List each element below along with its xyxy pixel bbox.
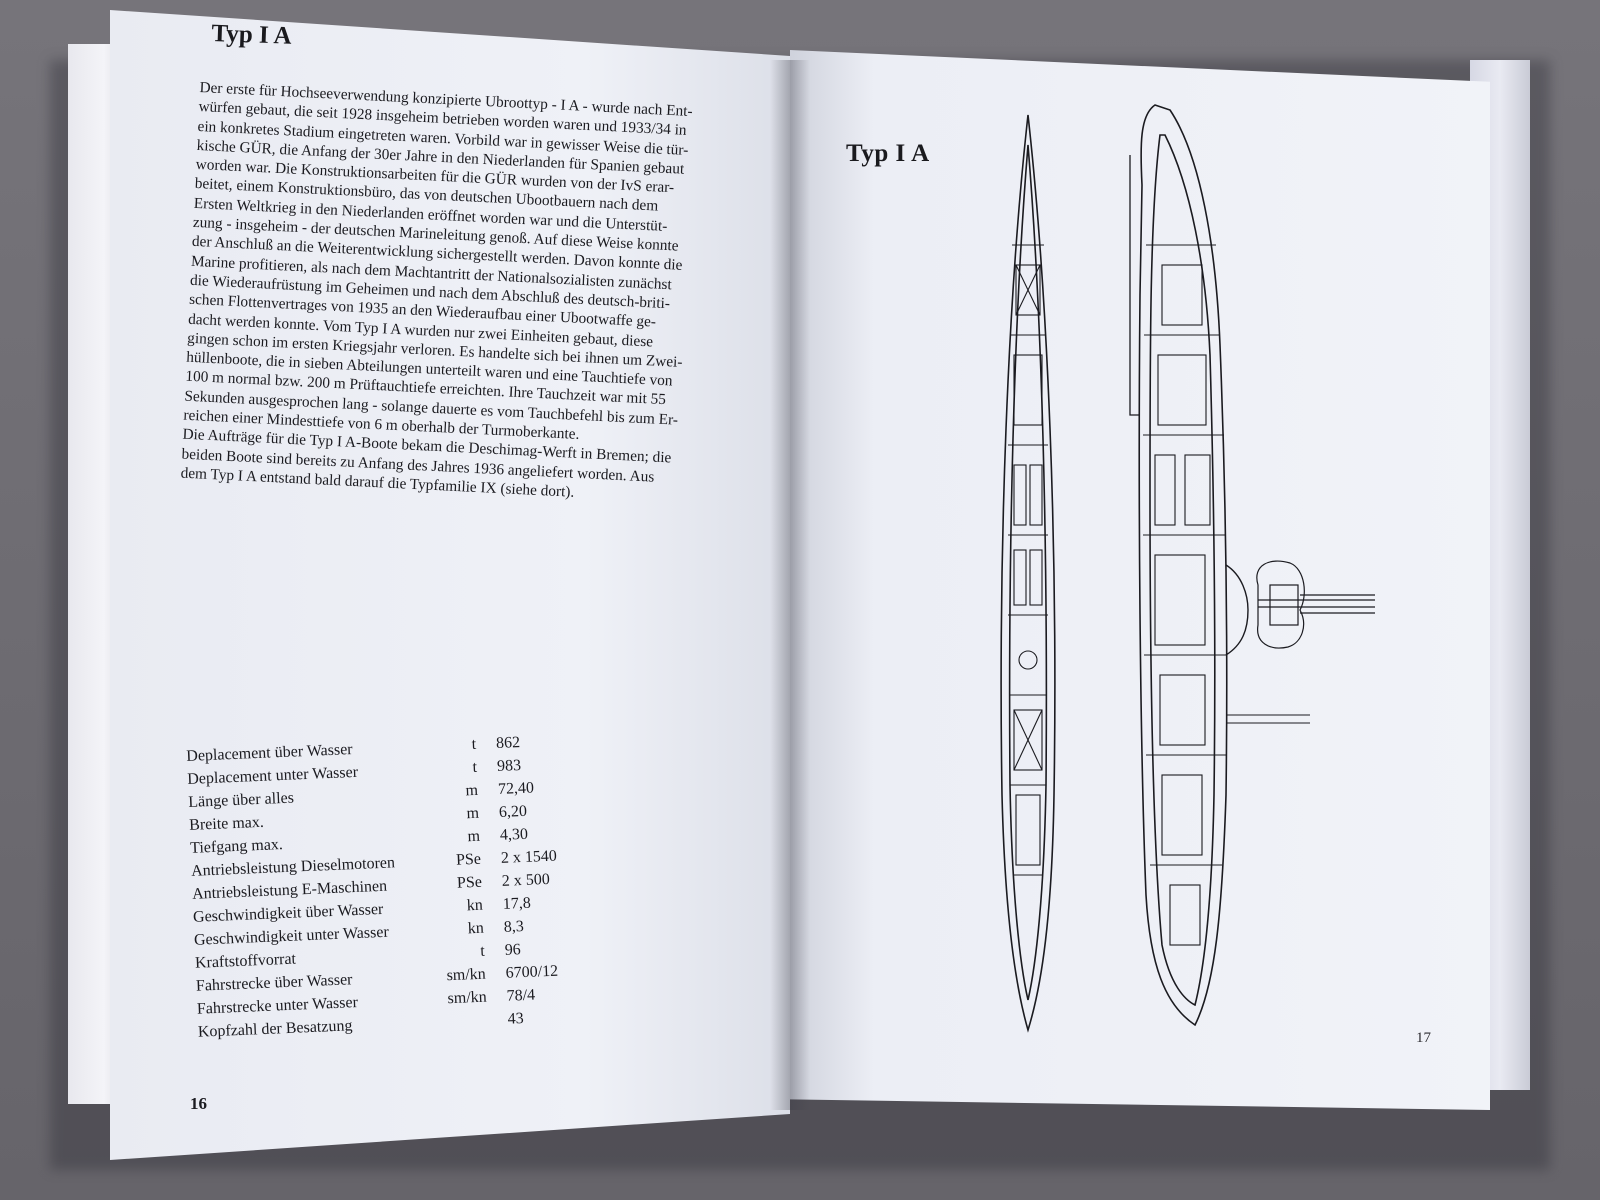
spec-unit: PSe — [456, 873, 483, 892]
spec-value: 72,40 — [497, 779, 535, 798]
page-number-left: 16 — [190, 1094, 207, 1113]
spec-value: 4,30 — [499, 825, 529, 844]
spec-value: 6700/12 — [505, 962, 559, 982]
left-page — [110, 10, 790, 1160]
submarine-line-drawing — [1000, 104, 1375, 1033]
spec-value: 862 — [495, 734, 521, 753]
spec-unit: kn — [466, 896, 484, 915]
side-view-conning-tower — [1225, 564, 1249, 656]
page-number-right: 17 — [1416, 1030, 1431, 1046]
spec-unit: sm/kn — [447, 988, 488, 1008]
body-paragraph-1: Der erste für Hochseeverwendung konzipie… — [183, 78, 693, 443]
spec-value: 17,8 — [502, 894, 532, 913]
spec-value: 2 x 500 — [501, 870, 551, 890]
side-view-inner-hull — [1149, 134, 1216, 1007]
top-view-inner-hull — [1008, 144, 1048, 1001]
spec-value: 96 — [504, 941, 522, 959]
spec-value: 983 — [496, 756, 522, 775]
spec-unit: m — [467, 827, 481, 846]
spec-unit: t — [479, 942, 486, 960]
spec-value: 8,3 — [503, 918, 525, 936]
deck-gun-detail — [1256, 560, 1375, 649]
spec-value: 78/4 — [506, 986, 536, 1005]
spec-unit: t — [471, 735, 477, 754]
spec-table: Deplacement über Wasser t 862 Deplacemen… — [186, 732, 578, 1047]
spec-unit: PSe — [455, 850, 482, 869]
submarine-drawing — [990, 95, 1390, 1045]
spec-value: 6,20 — [498, 802, 528, 821]
spec-label: Breite max. — [188, 813, 265, 834]
side-view-keel — [1129, 155, 1140, 416]
spec-unit: m — [465, 781, 479, 800]
left-page-body: Der erste für Hochseeverwendung konzipie… — [180, 78, 759, 510]
spec-unit: kn — [467, 919, 485, 938]
spec-value: 2 x 1540 — [500, 847, 558, 867]
spec-label: Tiefgang max. — [189, 836, 284, 857]
side-view-hull — [1138, 104, 1228, 1027]
left-page-title: Typ I A — [211, 20, 293, 50]
spec-unit: t — [472, 758, 478, 777]
book-gutter — [770, 60, 810, 1110]
spec-label: Länge über alles — [187, 789, 295, 811]
spec-unit: m — [466, 804, 480, 823]
right-page-title: Typ I A — [846, 140, 930, 167]
spec-unit: sm/kn — [446, 965, 487, 985]
spec-value: 43 — [507, 1010, 524, 1028]
spec-label: Kraftstoffvorrat — [194, 950, 297, 972]
top-view-hull — [1000, 114, 1056, 1033]
